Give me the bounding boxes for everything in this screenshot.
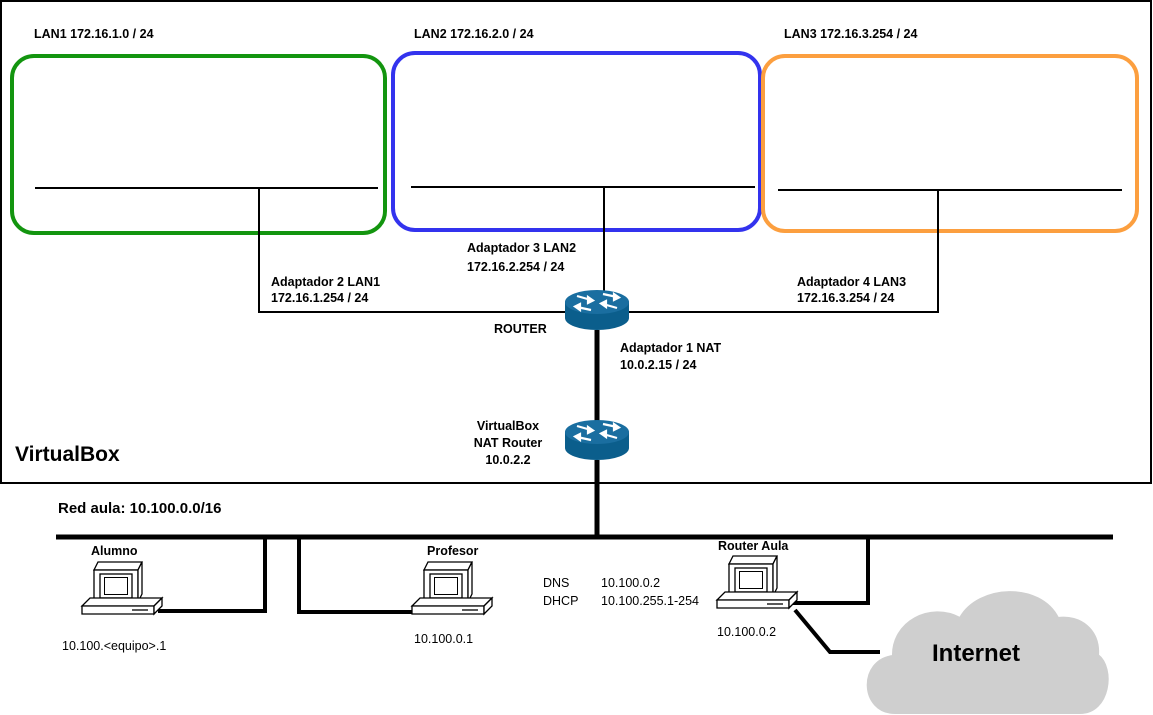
adapter3-label: Adaptador 3 LAN2 — [467, 241, 576, 255]
alumno-name: Alumno — [91, 544, 138, 558]
lan2-label: LAN2 172.16.2.0 / 24 — [414, 27, 534, 41]
router-aula-pc-icon — [716, 555, 798, 609]
dns-label: DNS — [543, 576, 569, 590]
lan1-link — [258, 188, 566, 313]
nat-router-line1: VirtualBox — [477, 419, 539, 433]
virtualbox-title: VirtualBox — [15, 443, 120, 466]
router-aula-name: Router Aula — [718, 539, 789, 553]
lan1-label: LAN1 172.16.1.0 / 24 — [34, 27, 154, 41]
adapter2-ip: 172.16.1.254 / 24 — [271, 291, 368, 305]
alumno-ip: 10.100.<equipo>.1 — [62, 639, 166, 653]
adapter1-ip: 10.0.2.15 / 24 — [620, 358, 697, 372]
nat-router-icon — [563, 418, 631, 462]
adapter2-label: Adaptador 2 LAN1 — [271, 275, 380, 289]
router-aula-ip: 10.100.0.2 — [717, 625, 776, 639]
profesor-pc-icon — [411, 561, 493, 615]
dns-value: 10.100.0.2 — [601, 576, 660, 590]
alumno-link — [158, 537, 267, 613]
internet-label: Internet — [932, 640, 1020, 667]
lan3-label: LAN3 172.16.3.254 / 24 — [784, 27, 917, 41]
nat-router-line2: NAT Router — [474, 436, 543, 450]
profesor-ip: 10.100.0.1 — [414, 632, 473, 646]
dhcp-value: 10.100.255.1-254 — [601, 594, 699, 608]
dhcp-label: DHCP — [543, 594, 578, 608]
adapter4-ip: 172.16.3.254 / 24 — [797, 291, 894, 305]
adapter3-ip: 172.16.2.254 / 24 — [467, 260, 564, 274]
classroom-network-label: Red aula: 10.100.0.0/16 — [58, 500, 221, 517]
lan2-box — [391, 51, 762, 232]
alumno-pc-icon — [81, 561, 163, 615]
nat-router-ip: 10.0.2.2 — [485, 453, 530, 467]
lan3-box — [761, 54, 1139, 233]
lan1-box — [10, 54, 387, 235]
adapter4-label: Adaptador 4 LAN3 — [797, 275, 906, 289]
adapter1-label: Adaptador 1 NAT — [620, 341, 722, 355]
router-icon — [563, 288, 631, 332]
router-label: ROUTER — [494, 322, 547, 336]
router-aula-link — [790, 537, 870, 605]
cloud-icon — [866, 591, 1109, 714]
lan3-link — [628, 190, 939, 313]
profesor-link — [297, 537, 420, 614]
profesor-name: Profesor — [427, 544, 479, 558]
internet-link — [793, 608, 880, 654]
